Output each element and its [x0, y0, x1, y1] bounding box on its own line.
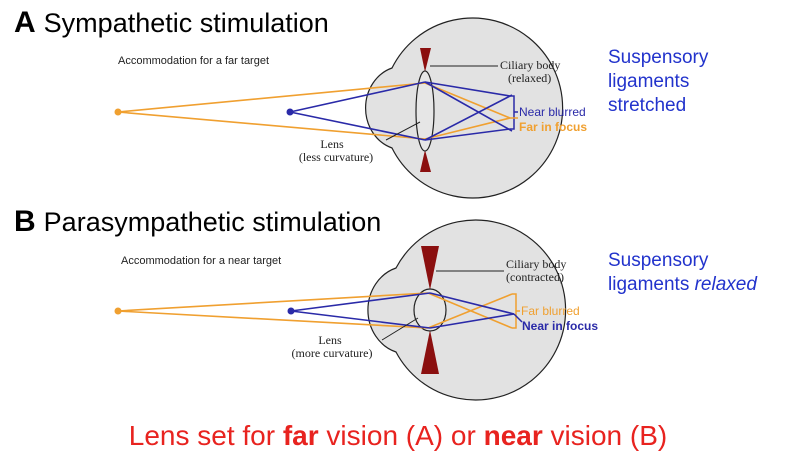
caption-part-1: Lens set for [128, 420, 283, 451]
panel-b-lens-label-1: Lens [318, 333, 342, 347]
panel-b-ciliary-bottom [421, 330, 439, 374]
panel-a-eyeball [364, 17, 564, 199]
panel-a-ciliary-top [420, 48, 431, 72]
caption-bold-far: far [282, 420, 319, 451]
panel-a-near-label: Near blurred [519, 105, 586, 119]
panel-a-subtitle: Accommodation for a far target [118, 55, 269, 67]
panel-a-note-line-1: Suspensory [608, 47, 709, 68]
caption-part-3: vision (B) [542, 420, 668, 451]
panel-b-near-label: Near in focus [522, 319, 598, 333]
bottom-caption: Lens set for far vision (A) or near visi… [0, 420, 796, 452]
panel-b-far-bracket [512, 293, 520, 329]
panel-b-near-target [287, 307, 295, 315]
panel-a-eye-diagram: Accommodation for a far target [114, 17, 587, 199]
panel-a-lens-label-2: (less curvature) [299, 150, 373, 164]
panel-b-far-rays [117, 292, 513, 329]
panel-b-title: Parasympathetic stimulation [43, 207, 382, 237]
panel-b-far-label: Far blurred [521, 304, 580, 318]
panel-b-subtitle: Accommodation for a near target [121, 255, 281, 267]
panel-a-ciliary-bottom [420, 150, 431, 172]
panel-b-note-italic: relaxed [694, 274, 757, 295]
panel-a-letter: A [14, 6, 36, 39]
panel-b-lens-pointer [381, 317, 419, 341]
panel-b-lens-label-2: (more curvature) [292, 346, 373, 360]
panel-b-far-target [114, 307, 122, 315]
panel-b-note-plain: ligaments [608, 274, 695, 295]
panel-b-lens [413, 288, 447, 332]
panel-a-lens-pointer [385, 121, 421, 141]
panel-b-note-line-1: Suspensory [608, 250, 709, 271]
caption-bold-near: near [483, 420, 543, 451]
panel-a-ligament-note: Suspensory ligaments stretched [608, 46, 708, 118]
panel-a-far-label: Far in focus [519, 120, 587, 134]
panel-b-ciliary-label-1: Ciliary body [506, 257, 566, 271]
caption-part-2: vision (A) or [318, 420, 484, 451]
panel-b-letter: B [14, 205, 36, 238]
panel-a-ciliary-label-1: Ciliary body [500, 58, 560, 72]
panel-b-eye-diagram: Accommodation for a near target [114, 219, 598, 401]
panel-a-note-line-3: stretched [608, 95, 687, 116]
panel-b-ligament-note: Suspensory ligaments relaxed [608, 249, 757, 297]
panel-a-note-line-2: ligaments [608, 71, 690, 92]
panel-a-near-rays [289, 81, 513, 141]
panel-a-title: Sympathetic stimulation [43, 8, 329, 38]
panel-a-far-target [114, 108, 122, 116]
panel-a-near-target [286, 108, 294, 116]
panel-b-ciliary-label-2: (contracted) [506, 270, 564, 284]
panel-a-ciliary-label-2: (relaxed) [508, 71, 551, 85]
panel-b-near-bracket [513, 313, 523, 323]
panel-a-lens-label-1: Lens [320, 137, 344, 151]
panel-b-ciliary-top [421, 246, 439, 290]
panel-a-near-bracket [510, 95, 518, 130]
panel-a-lens [415, 70, 435, 152]
panel-b-note-line-2: ligaments relaxed [608, 273, 757, 297]
